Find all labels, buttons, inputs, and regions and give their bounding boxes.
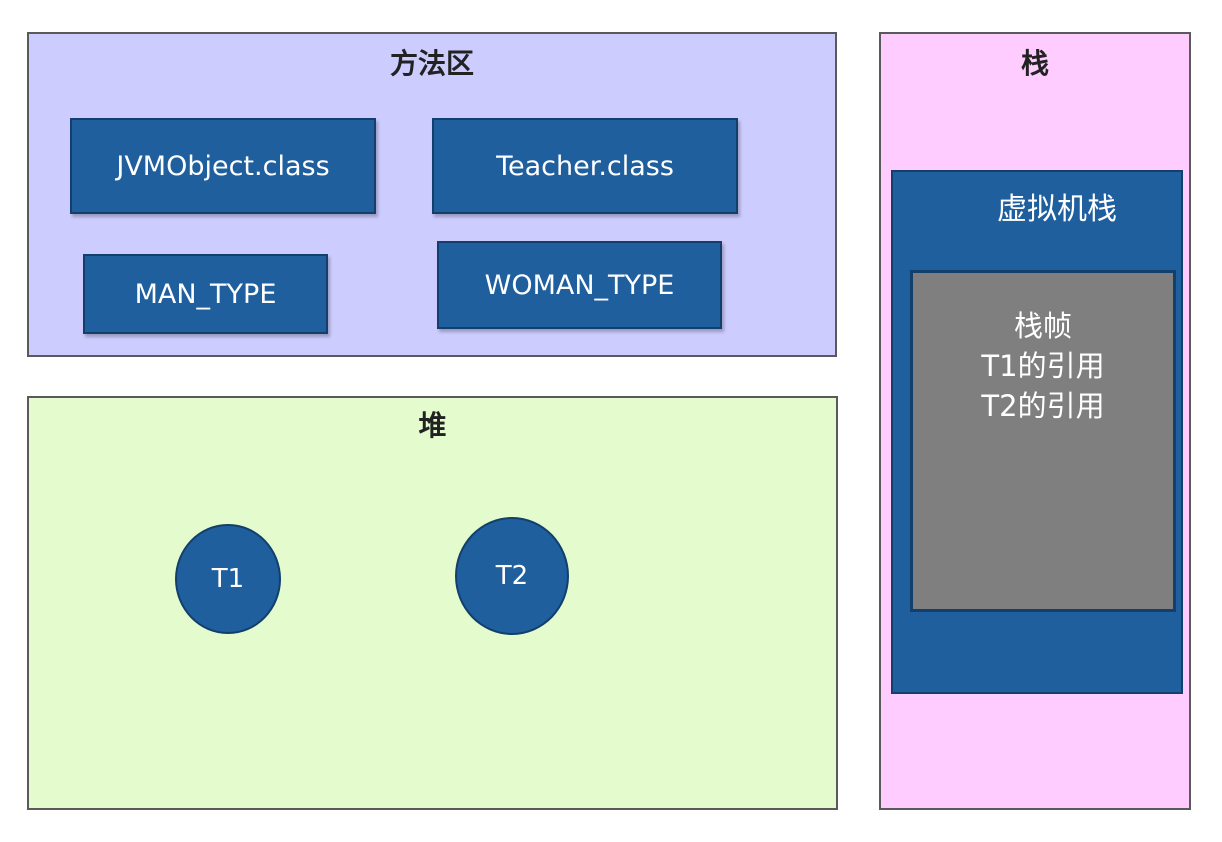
method-area-region: 方法区 JVMObject.class Teacher.class MAN_TY…	[27, 32, 837, 357]
class-box-man-type: MAN_TYPE	[83, 254, 328, 334]
heap-title: 堆	[418, 409, 447, 442]
vm-stack-label: 虚拟机栈	[997, 192, 1117, 227]
stack-frame-ref-t1: T1的引用	[981, 349, 1105, 383]
stack-region: 栈 虚拟机栈 栈帧 T1的引用 T2的引用	[879, 32, 1191, 810]
class-box-jvmobject: JVMObject.class	[70, 118, 376, 214]
stack-title: 栈	[1020, 47, 1049, 80]
stack-frame-box: 栈帧 T1的引用 T2的引用	[910, 270, 1176, 612]
vm-stack-box: 虚拟机栈 栈帧 T1的引用 T2的引用	[891, 170, 1183, 694]
heap-region: 堆 T1 T2	[27, 396, 838, 810]
stack-frame-ref-t2: T2的引用	[981, 389, 1105, 423]
class-box-woman-type: WOMAN_TYPE	[437, 241, 722, 329]
method-area-title: 方法区	[389, 47, 474, 80]
heap-object-t2: T2	[455, 517, 569, 635]
stack-frame-title: 栈帧	[1013, 309, 1072, 343]
class-box-teacher: Teacher.class	[432, 118, 738, 214]
heap-object-t1: T1	[175, 524, 281, 634]
